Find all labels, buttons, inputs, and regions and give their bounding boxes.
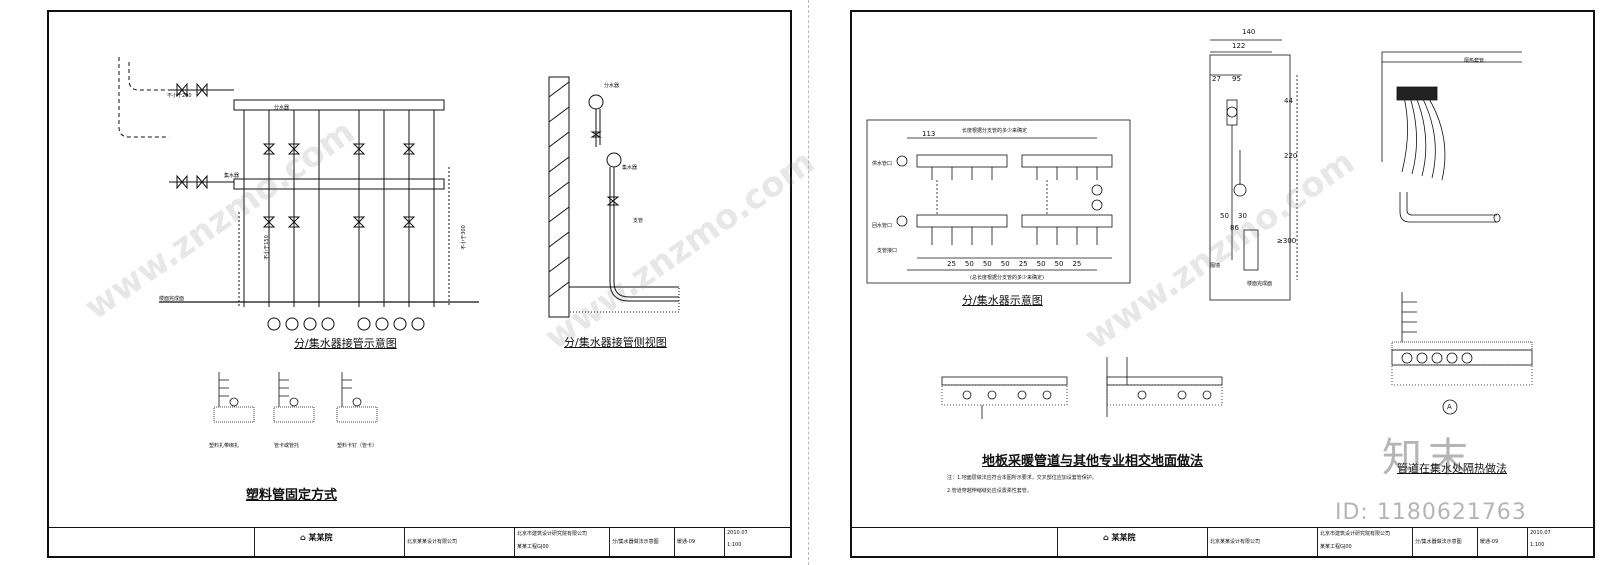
dim-95: 95 — [1232, 75, 1241, 83]
tb-date: 2010.07 — [1530, 530, 1551, 536]
dim-row-item: 50 — [1054, 260, 1064, 268]
tb-logo-cell: ⌂ 某某院 — [1057, 528, 1207, 556]
manifold-section — [1209, 39, 1298, 301]
manifold-side-view — [548, 76, 680, 318]
dim-140: 140 — [1242, 28, 1256, 36]
label-return-in: 回水管口 — [872, 223, 893, 229]
dims-row: 25 50 50 50 25 50 50 25 — [947, 260, 1081, 268]
label-supply-in: 供水管口 — [872, 161, 893, 167]
label-dist-200: 不小于200 — [167, 93, 192, 99]
insulation-detail — [1381, 51, 1522, 223]
detail-a-section — [1391, 292, 1533, 415]
dim-row-item: 25 — [1018, 260, 1028, 268]
tb-designer-text: 北京市建筑设计研究院有限公司 — [1320, 531, 1391, 537]
watermark-id: ID: 1180621763 — [1335, 500, 1527, 525]
dim-row-item: 50 — [1036, 260, 1046, 268]
fix-label-b: 管卡或管托 — [274, 443, 300, 449]
dim-row-item: 50 — [982, 260, 992, 268]
title-block-left: ⌂ 某某院 北京某某设计有限公司 北京市建筑设计研究院有限公司 某某工程GJ00… — [49, 527, 790, 556]
dim-50a: 50 — [1220, 212, 1229, 220]
manifold-connection-diagram — [118, 57, 479, 331]
label-insulation: 隔热套管 — [1464, 58, 1485, 64]
label-return-manifold: 集水器 — [224, 173, 240, 179]
pipe-fixing-details — [213, 372, 378, 423]
dim-300: ≥300 — [1277, 237, 1297, 245]
label-dist-300: 不小于300 — [460, 225, 467, 250]
caption-floor-crossing: 地板采暖管道与其他专业相交地面做法 — [982, 454, 1204, 469]
fix-label-c: 塑料卡钉（管卡） — [337, 443, 378, 449]
side-label-return: 集水器 — [622, 165, 638, 171]
label-length-top: 长度根据分支管的多少来确定 — [962, 128, 1028, 134]
side-label-supply: 分水器 — [604, 83, 620, 89]
tb-company: 北京某某设计有限公司 — [404, 528, 514, 556]
tb-date-scale: 2010.07 1:100 — [724, 528, 792, 556]
dim-220: 220 — [1284, 152, 1298, 160]
logo-mark: ⌂ 某某院 — [300, 533, 333, 542]
dim-row-item: 50 — [1000, 260, 1010, 268]
tb-drawing-name: 分/集水器做法示意图 — [1412, 528, 1477, 556]
caption-pipe-fixing: 塑料管固定方式 — [246, 488, 338, 503]
side-label-bracket: 支管 — [633, 218, 644, 224]
dim-44: 44 — [1284, 97, 1293, 105]
tb-date: 2010.07 — [727, 530, 748, 536]
label-wall: 隔墙 — [1210, 263, 1221, 269]
logo-mark: ⌂ 某某院 — [1103, 533, 1136, 542]
tb-date-scale: 2010.07 1:100 — [1527, 528, 1595, 556]
caption-detail-a: 管道在集水处隔热做法 — [1397, 462, 1507, 475]
tb-designer-company: 北京市建筑设计研究院有限公司 某某工程GJ00 — [1317, 528, 1412, 556]
tb-drawing-name: 分/集水器做法示意图 — [609, 528, 674, 556]
dim-27: 27 — [1212, 75, 1221, 83]
label-length-bottom: (总长度根据分支管的多少来确定) — [970, 275, 1044, 281]
detail-a-symbol: A — [1447, 403, 1452, 411]
tb-designer-company: 北京市建筑设计研究院有限公司 某某工程GJ00 — [514, 528, 609, 556]
label-branch: 支管接口 — [877, 248, 898, 254]
drawing-sheet-right: 长度根据分支管的多少来确定 113 供水管口 回水管口 支管接口 (总长度根据分… — [850, 10, 1595, 558]
dim-row-item: 25 — [947, 260, 956, 268]
tb-scale: 1:100 — [1530, 542, 1545, 548]
dim-30: 30 — [1238, 212, 1247, 220]
tb-designer-text: 北京市建筑设计研究院有限公司 — [517, 531, 588, 537]
label-floor-surface: 楼面完成面 — [1247, 281, 1273, 287]
tb-project: 某某工程GJ00 — [1320, 544, 1352, 550]
tb-company: 北京某某设计有限公司 — [1207, 528, 1317, 556]
caption-manifold-side-view: 分/集水器接管侧视图 — [564, 336, 667, 349]
tb-project: 某某工程GJ00 — [517, 544, 549, 550]
tb-drawing-no: 暖通-09 — [1477, 528, 1527, 556]
dim-122: 122 — [1232, 42, 1246, 50]
sheet-divider — [808, 0, 809, 565]
title-block-right: ⌂ 某某院 北京某某设计有限公司 北京市建筑设计研究院有限公司 某某工程GJ00… — [852, 527, 1593, 556]
dim-row-item: 50 — [964, 260, 974, 268]
caption-manifold-connection: 分/集水器接管示意图 — [294, 337, 397, 350]
label-floor-finish: 楼面完成面 — [159, 296, 185, 302]
floor-crossing-details — [941, 357, 1223, 419]
tb-drawing-no: 暖通-09 — [674, 528, 724, 556]
watermark-brand: 知末 — [1382, 435, 1474, 481]
label-dist-150: 不小于150 — [263, 235, 270, 260]
tb-scale: 1:100 — [727, 542, 742, 548]
dim-113: 113 — [922, 130, 936, 138]
drawing-sheet-left: 不小于200 分水器 集水器 楼面完成面 不小于150 不小于300 分/集水器… — [47, 10, 792, 558]
note-1: 注：1.地面层做法应符合本图所示要求，交叉部位应加设套管保护。 — [947, 475, 1097, 481]
fix-label-a: 塑料扎带绑扎 — [209, 443, 240, 449]
tb-logo-cell: ⌂ 某某院 — [254, 528, 404, 556]
dim-row-item: 25 — [1072, 260, 1082, 268]
label-supply-manifold: 分水器 — [274, 105, 290, 111]
note-2: 2.管道穿越伸缩缝处应设置柔性套管。 — [947, 488, 1032, 494]
dim-86: 86 — [1230, 224, 1239, 232]
manifold-schematic — [866, 119, 1131, 284]
caption-manifold-schematic: 分/集水器示意图 — [962, 294, 1043, 307]
